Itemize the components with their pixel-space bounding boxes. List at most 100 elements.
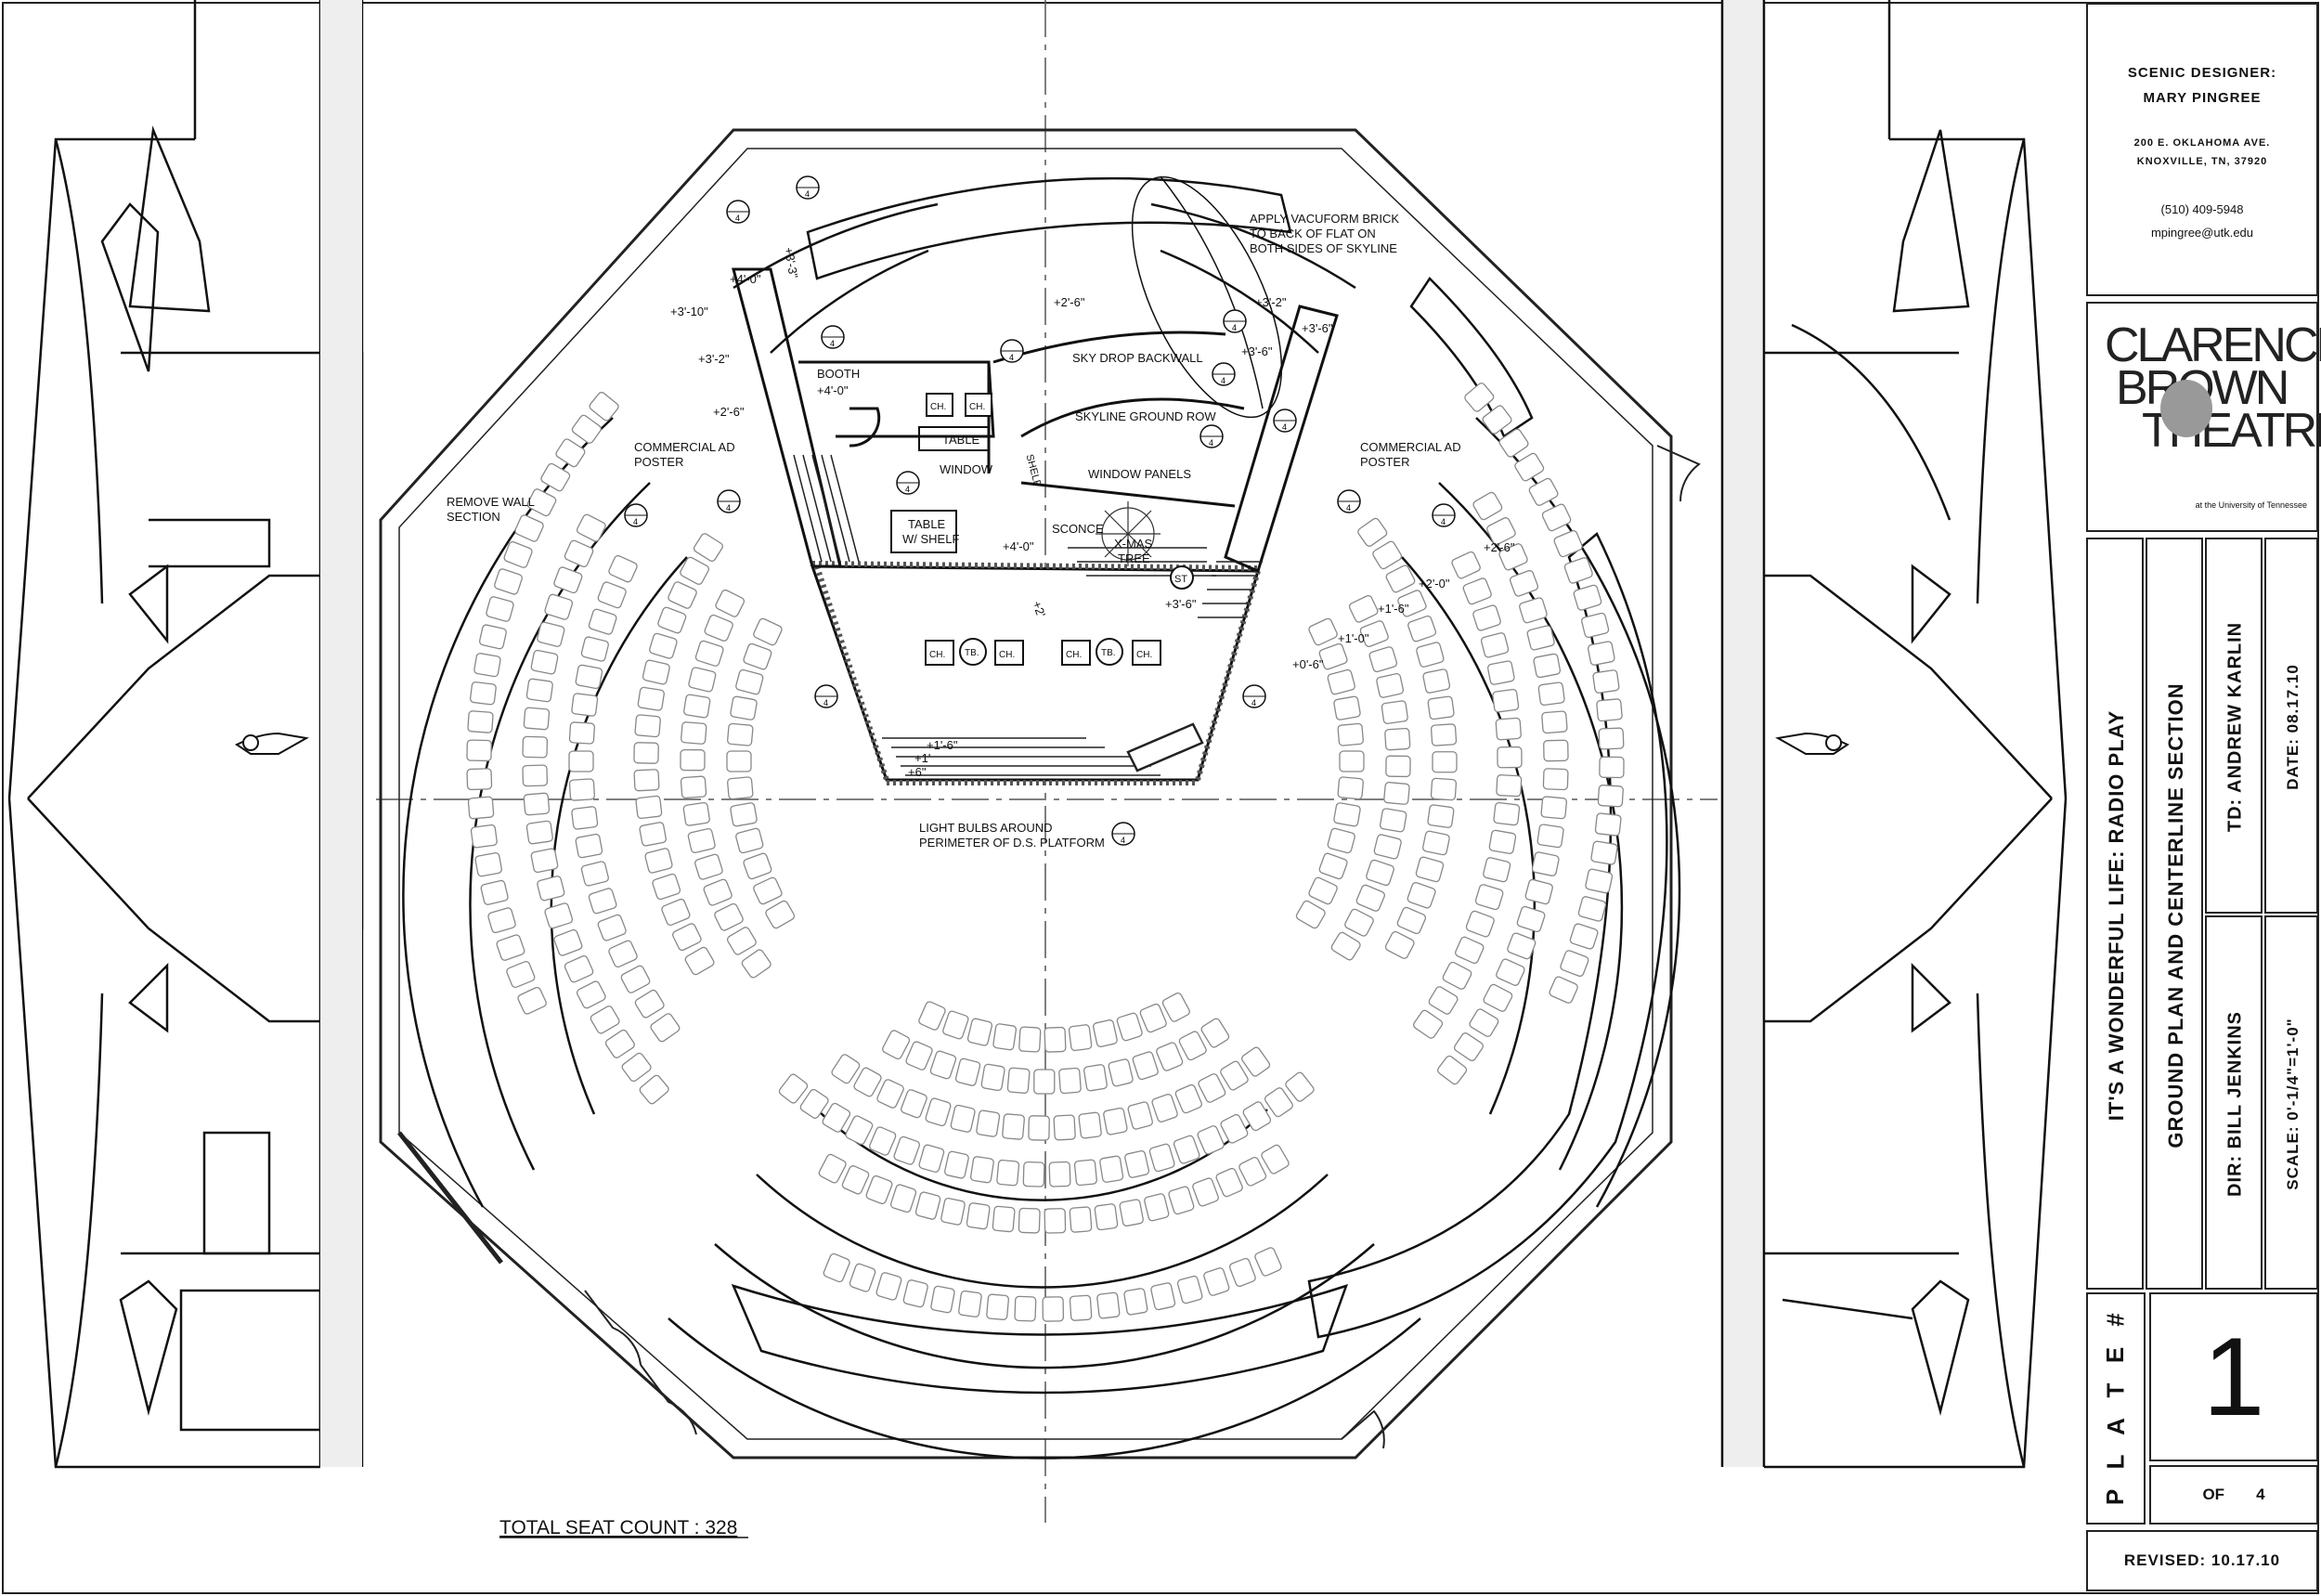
- upstage-set: [732, 175, 1339, 574]
- audience-seat: [1381, 700, 1408, 724]
- audience-seat: [687, 827, 716, 853]
- audience-seat: [608, 940, 638, 968]
- audience-seat: [530, 848, 559, 874]
- audience-seat: [1373, 834, 1402, 860]
- table-shelf-line1: TABLE: [908, 517, 946, 531]
- audience-seat: [925, 1097, 952, 1127]
- window-panels-label: WINDOW PANELS: [1088, 467, 1191, 481]
- audience-seat: [568, 778, 595, 801]
- audience-seat: [576, 980, 606, 1009]
- revised-date: REVISED: 10.17.10: [2123, 1551, 2281, 1569]
- audience-seat: [522, 735, 549, 759]
- audience-seat: [743, 852, 772, 880]
- audience-seat: [530, 649, 559, 675]
- audience-seat: [620, 965, 651, 993]
- audience-seat: [1018, 1026, 1042, 1053]
- audience-seat: [571, 414, 602, 444]
- audience-seat: [849, 1263, 876, 1292]
- of-total: 4: [2256, 1486, 2265, 1503]
- audience-seat: [1318, 642, 1348, 670]
- sheet-title: GROUND PLAN AND CENTERLINE SECTION: [2164, 682, 2187, 1148]
- audience-seat: [473, 653, 501, 678]
- sconce-label: SCONCE: [1052, 522, 1104, 536]
- audience-seat: [469, 681, 497, 706]
- revised-box: REVISED: 10.17.10: [2086, 1530, 2318, 1591]
- section-marker-tag: 4: [830, 339, 835, 348]
- section-marker-tag: 4: [805, 189, 810, 199]
- audience-seat: [1581, 612, 1610, 639]
- audience-seat: [496, 934, 525, 961]
- audience-seat: [875, 1272, 902, 1301]
- table-shelf-line2: W/ SHELF: [902, 532, 959, 546]
- audience-seat: [1383, 782, 1410, 805]
- commercial-ad-left-line1: COMMERCIAL AD: [634, 440, 735, 454]
- section-marker-tag: 4: [823, 698, 828, 707]
- audience-seat: [1339, 750, 1365, 772]
- audience-seat: [649, 632, 678, 659]
- audience-seat: [1385, 755, 1411, 778]
- audience-seat: [1108, 1058, 1134, 1087]
- audience-seat: [1437, 1055, 1468, 1085]
- audience-seat: [1124, 1149, 1150, 1178]
- plan-annotations: APPLY VACUFORM BRICK TO BACK OF FLAT ON …: [447, 212, 1515, 850]
- audience-seat: [1241, 1046, 1271, 1077]
- audience-seat: [715, 589, 746, 617]
- height-stage-1: +4'-0": [1003, 539, 1034, 553]
- audience-seat: [992, 1205, 1016, 1233]
- audience-seat: [730, 802, 758, 827]
- audience-seat: [553, 928, 583, 956]
- audience-seat: [1577, 896, 1607, 922]
- audience-seat: [634, 989, 665, 1019]
- sheet-title-strip: GROUND PLAN AND CENTERLINE SECTION: [2146, 538, 2203, 1290]
- right-section-elevation: [1720, 0, 2068, 1469]
- commercial-ad-right-line1: COMMERCIAL AD: [1360, 440, 1461, 454]
- audience-seat: [1093, 1019, 1118, 1047]
- booth-height-label: +4'-0": [817, 383, 849, 397]
- audience-seat: [1099, 1155, 1124, 1183]
- audience-seat: [633, 742, 659, 764]
- audience-seat: [503, 540, 533, 568]
- audience-seat: [1496, 958, 1525, 986]
- audience-seat: [1587, 641, 1615, 666]
- portrait-icon: [2160, 380, 2212, 437]
- audience-seat: [523, 707, 551, 731]
- table-label: TABLE: [942, 433, 980, 447]
- audience-seat: [588, 608, 617, 635]
- audience-seat: [553, 566, 583, 594]
- audience-seat: [1161, 993, 1190, 1022]
- audience-seat: [743, 642, 772, 670]
- section-marker-tag: 4: [633, 517, 638, 526]
- audience-seat: [1228, 1257, 1256, 1288]
- audience-seat: [753, 617, 783, 646]
- section-marker-tag: 4: [1221, 376, 1225, 385]
- audience-seat: [1480, 632, 1510, 658]
- height-stage-4: +1': [914, 751, 930, 765]
- audience-seat: [1308, 617, 1338, 646]
- audience-seat: [608, 554, 638, 583]
- audience-seat: [944, 1150, 969, 1179]
- audience-seat: [597, 581, 627, 609]
- audience-seat: [470, 824, 498, 849]
- section-marker-tag: 4: [905, 485, 910, 494]
- commercial-ad-right-line2: POSTER: [1360, 455, 1409, 469]
- audience-seat: [1348, 594, 1379, 623]
- audience-seat: [845, 1115, 874, 1146]
- show-title-strip: IT'S A WONDERFUL LIFE: RADIO PLAY: [2086, 538, 2144, 1290]
- chair-label-6: CH.: [969, 402, 985, 412]
- audience-seat: [958, 1290, 982, 1317]
- audience-seat: [1197, 1125, 1225, 1155]
- height-stage-2: +3'-6": [1165, 597, 1197, 611]
- skyline-ground-row-label: SKYLINE GROUND ROW: [1075, 409, 1216, 423]
- audience-seat: [1472, 491, 1503, 521]
- audience-seat: [1540, 796, 1567, 820]
- audience-seat: [1215, 1167, 1243, 1198]
- audience-seat: [996, 1159, 1020, 1187]
- section-marker-tag: 4: [735, 214, 740, 223]
- audience-seat: [487, 907, 516, 934]
- audience-seat: [1533, 653, 1562, 679]
- height-right-9: +0'-6": [1292, 657, 1324, 671]
- designer-address-line1: 200 E. OKLAHOMA AVE.: [2133, 137, 2271, 149]
- height-right-5: +2'-6": [1484, 540, 1515, 554]
- section-marker-tag: 4: [1232, 323, 1237, 332]
- audience-seat: [1058, 1067, 1082, 1095]
